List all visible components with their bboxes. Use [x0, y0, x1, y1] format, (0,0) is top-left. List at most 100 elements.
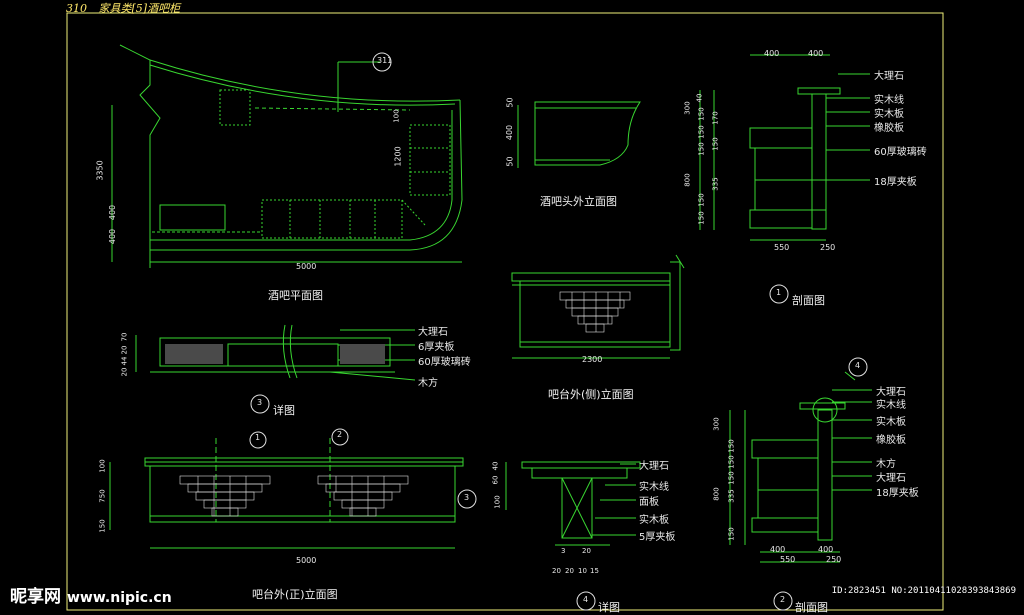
section-2-dim-left-5: 335: [727, 489, 736, 503]
detail-4-label-3: 实木板: [639, 515, 669, 526]
detail-4-label-1: 实木线: [639, 482, 669, 493]
section-2-label-1: 实木线: [876, 400, 906, 411]
plan-dim-small: 100: [392, 109, 401, 123]
front-callout-3: 3: [464, 493, 470, 502]
detail-4-dim-left-1: 60: [491, 475, 500, 485]
detail-4-dim-left-2: 100: [493, 495, 502, 509]
detail-4-dim-b-1: 20: [582, 547, 591, 555]
drawing-frame: [66, 12, 944, 611]
section-1-dim-left-9: 150: [697, 193, 706, 207]
detail-4-dim-b-0: 3: [561, 547, 566, 555]
section-2-callout: 4: [855, 361, 861, 370]
section-2-dim-left-1: 150: [727, 439, 736, 453]
section-2-dim-left-4: 800: [712, 487, 721, 501]
section-1-dim-bottom-0: 550: [774, 243, 790, 252]
front-callout-2-circle: [331, 428, 349, 446]
plan-dim-right-0: 1200: [393, 146, 403, 167]
bar-head-dim-0: 50: [505, 97, 515, 108]
detail-4-dim-left-0: 40: [491, 461, 500, 471]
section-2-dim-left-6: 150: [727, 527, 736, 541]
section-1-label-2: 实木板: [874, 109, 904, 120]
front-dim-left-1: 750: [98, 489, 107, 503]
side-elevation-view: [511, 254, 685, 359]
section-2-dim-left-3: 150: [727, 471, 736, 485]
front-dim-left-0: 100: [98, 459, 107, 473]
plan-title: 酒吧平面图: [268, 289, 323, 302]
detail-4-label-4: 5厚夹板: [639, 532, 676, 543]
section-1-label-0: 大理石: [874, 71, 904, 82]
front-elevation-grid: [179, 475, 409, 517]
section-2-dim-b-2: 550: [780, 555, 796, 564]
detail-4-label-0: 大理石: [639, 461, 669, 472]
plan-dim-left-0: 3350: [95, 160, 105, 181]
section-2-dim-left-2: 150: [727, 455, 736, 469]
front-callout-3-circle: [457, 489, 477, 509]
section-2-view: [729, 371, 872, 563]
detail-3-label-0: 大理石: [418, 327, 448, 338]
detail-4-dim-b-2: 20: [552, 567, 561, 575]
detail-3-fill: [165, 344, 385, 364]
section-1-dim-left-7: 800: [683, 173, 692, 187]
front-callout-1: 1: [255, 433, 261, 442]
section-1-dim-left-10: 150: [697, 211, 706, 225]
image-id: ID:2823451 NO:20110411028393843869: [831, 586, 1016, 596]
side-elev-title: 吧台外(侧)立面图: [548, 388, 634, 401]
section-2-label-3: 橡胶板: [876, 435, 906, 446]
section-1-label-1: 实木线: [874, 95, 904, 106]
section-1-dim-left-1: 40: [695, 93, 704, 103]
section-2-label-4: 木方: [876, 459, 896, 470]
bar-head-view: [517, 101, 641, 168]
detail-4-view: [505, 461, 641, 546]
section-1-dim-left-2: 150: [697, 107, 706, 121]
front-elev-title: 吧台外(正)立面图: [252, 588, 338, 601]
page-number: 310: [66, 2, 87, 15]
detail-3-dim-0: 70: [120, 332, 129, 342]
section-1-num-circle: [769, 284, 789, 304]
front-elevation-view: [109, 438, 464, 549]
detail-3-num-circle: [250, 394, 270, 414]
front-dim: 5000: [296, 556, 317, 565]
section-2-dim-b-0: 400: [770, 545, 786, 554]
front-dim-left-2: 150: [98, 519, 107, 533]
bar-head-dim-2: 50: [505, 156, 515, 167]
section-1-label-5: 18厚夹板: [874, 177, 917, 188]
front-callout-1-circle: [249, 431, 267, 449]
detail-4-dim-b-4: 10: [578, 567, 587, 575]
section-1-label-4: 60厚玻璃砖: [874, 147, 927, 158]
section-2-dim-b-3: 250: [826, 555, 842, 564]
front-callout-2: 2: [337, 430, 343, 439]
sheet-header: 310 家具类[5]酒吧柜: [66, 0, 188, 16]
detail-3-num: 3: [257, 398, 263, 407]
plan-callout-circle: [372, 52, 392, 72]
section-1-dim-top-0: 400: [764, 49, 780, 58]
section-1-title: 剖面图: [792, 294, 825, 307]
watermark-brand: 昵享网: [10, 587, 61, 607]
detail-3-label-3: 木方: [418, 378, 438, 389]
section-2-num-circle: [773, 591, 793, 611]
watermark-url: www.nipic.cn: [67, 590, 172, 606]
detail-4-dim-b-3: 20: [565, 567, 574, 575]
section-2-label-2: 实木板: [876, 417, 906, 428]
section-1-dim-left-8: 335: [711, 177, 720, 191]
bar-head-dim-1: 400: [505, 124, 515, 141]
plan-dim-total: 5000: [296, 262, 317, 271]
section-2-label-5: 大理石: [876, 473, 906, 484]
detail-4-num-circle: [576, 591, 596, 611]
section-1-dim-left-0: 300: [683, 101, 692, 115]
section-2-callout-circle: [848, 357, 868, 377]
section-2-dim-left-0: 300: [712, 417, 721, 431]
section-1-dim-left-3: 150: [697, 125, 706, 139]
watermark: 昵享网 www.nipic.cn: [10, 582, 172, 607]
side-elev-dim: 2300: [582, 355, 603, 364]
detail-4-label-2: 面板: [639, 497, 659, 508]
plan-view: [111, 44, 463, 268]
plan-dim-left-1: 400: [108, 204, 118, 221]
detail-3-dim-1: 20: [120, 345, 129, 355]
section-1-num: 1: [776, 288, 782, 297]
section-2-num: 2: [780, 595, 786, 604]
side-elevation-grid: [559, 291, 631, 333]
section-1-label-3: 橡胶板: [874, 123, 904, 134]
detail-3-title: 详图: [273, 404, 295, 417]
section-2-label-0: 大理石: [876, 387, 906, 398]
